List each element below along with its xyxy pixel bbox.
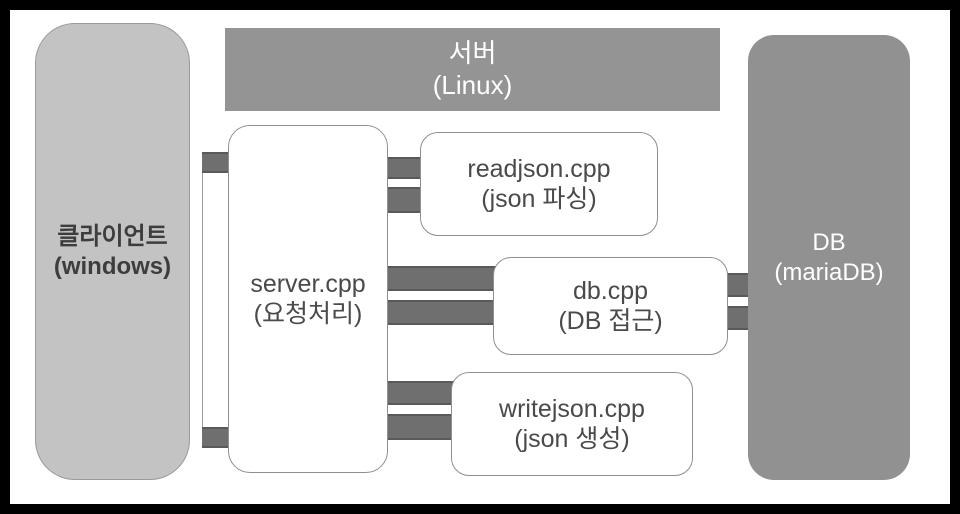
connector-client-to-server-top: [202, 152, 230, 173]
module-readjson-cpp: readjson.cpp (json 파싱): [420, 132, 658, 236]
server-header-title: 서버: [448, 37, 497, 68]
module-server-cpp-file: server.cpp: [250, 269, 366, 298]
connector-client-to-server-bottom: [202, 427, 230, 448]
module-server-cpp-role: (요청처리): [253, 300, 363, 328]
client-platform: (windows): [53, 252, 172, 280]
connector-client-server-channel: [202, 152, 230, 448]
module-db-cpp: db.cpp (DB 접근): [493, 257, 728, 355]
module-db-cpp-file: db.cpp: [572, 276, 649, 305]
diagram-canvas: 서버 (Linux) 클라이언트 (windows) server.cpp (요…: [10, 10, 950, 504]
database-title: DB: [812, 229, 846, 257]
module-writejson-cpp-file: writejson.cpp: [499, 394, 645, 423]
module-server-cpp: server.cpp (요청처리): [228, 125, 388, 473]
connector-server-to-readjson-upper: [388, 157, 424, 179]
connector-server-to-db-upper: [380, 266, 502, 291]
connector-server-to-readjson-lower: [388, 187, 424, 213]
module-writejson-cpp: writejson.cpp (json 생성): [451, 372, 693, 476]
connector-server-to-db-lower: [380, 300, 502, 325]
module-writejson-cpp-role: (json 생성): [514, 425, 630, 453]
database-engine: (mariaDB): [774, 258, 884, 286]
module-readjson-cpp-role: (json 파싱): [481, 185, 597, 213]
connector-server-to-writejson-lower: [380, 414, 460, 440]
client-title: 클라이언트: [57, 223, 168, 251]
connector-server-to-writejson-upper: [380, 381, 460, 405]
module-readjson-cpp-file: readjson.cpp: [467, 154, 611, 183]
server-header: 서버 (Linux): [225, 28, 720, 111]
server-header-platform: (Linux): [432, 69, 513, 100]
module-db-cpp-role: (DB 접근): [558, 307, 663, 335]
client-node: 클라이언트 (windows): [35, 23, 190, 480]
database-node: DB (mariaDB): [748, 35, 910, 480]
